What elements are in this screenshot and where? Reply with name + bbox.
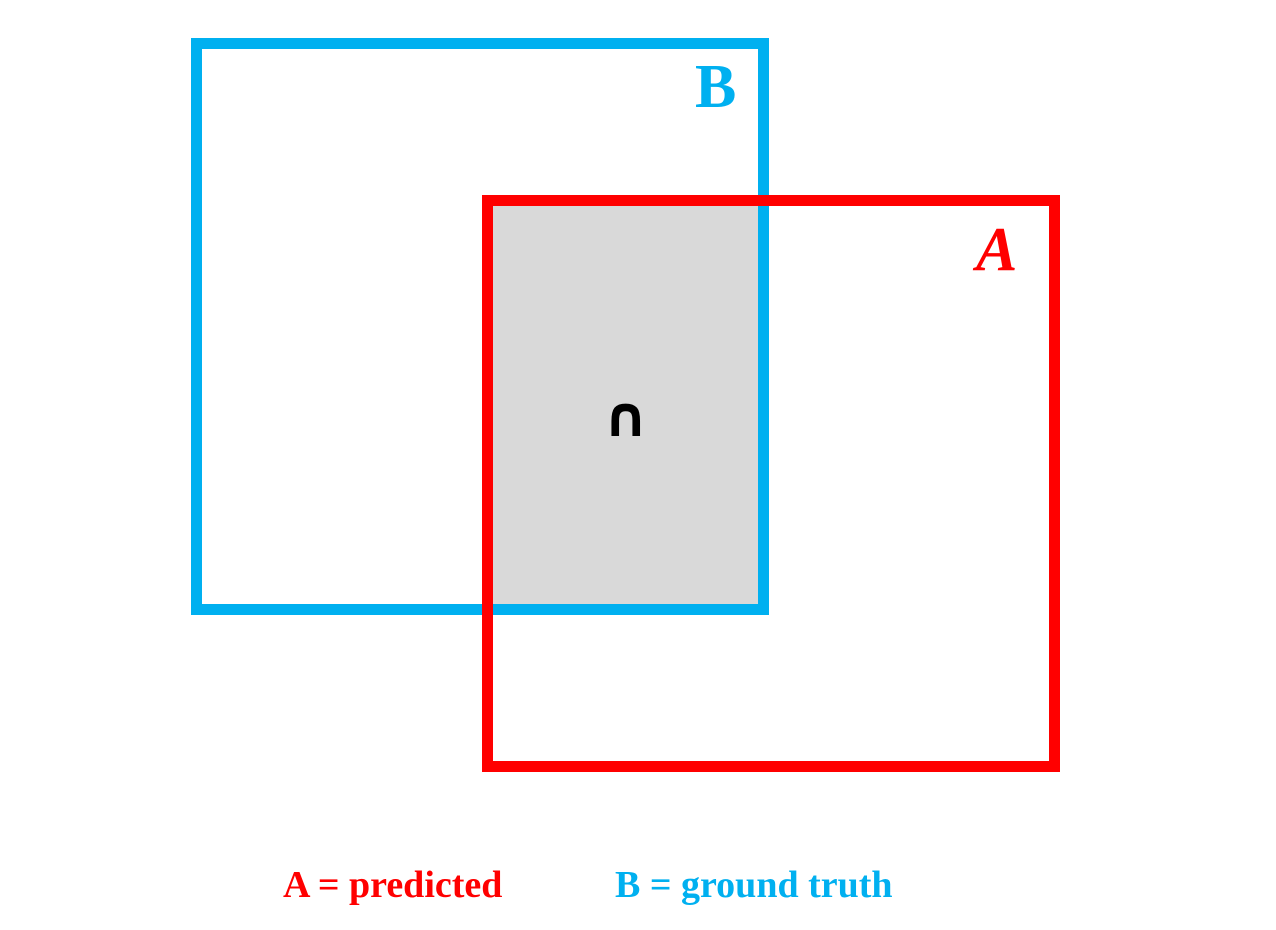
predicted-box bbox=[482, 195, 1060, 772]
box-b-label: B bbox=[695, 53, 737, 121]
intersection-area bbox=[493, 206, 758, 604]
box-a-label: A bbox=[976, 216, 1018, 284]
ground-truth-box bbox=[191, 38, 769, 615]
legend-ground-truth: B = ground truth bbox=[615, 864, 893, 906]
legend-predicted: A = predicted bbox=[283, 864, 503, 906]
intersection-symbol: ∩ bbox=[603, 385, 649, 450]
